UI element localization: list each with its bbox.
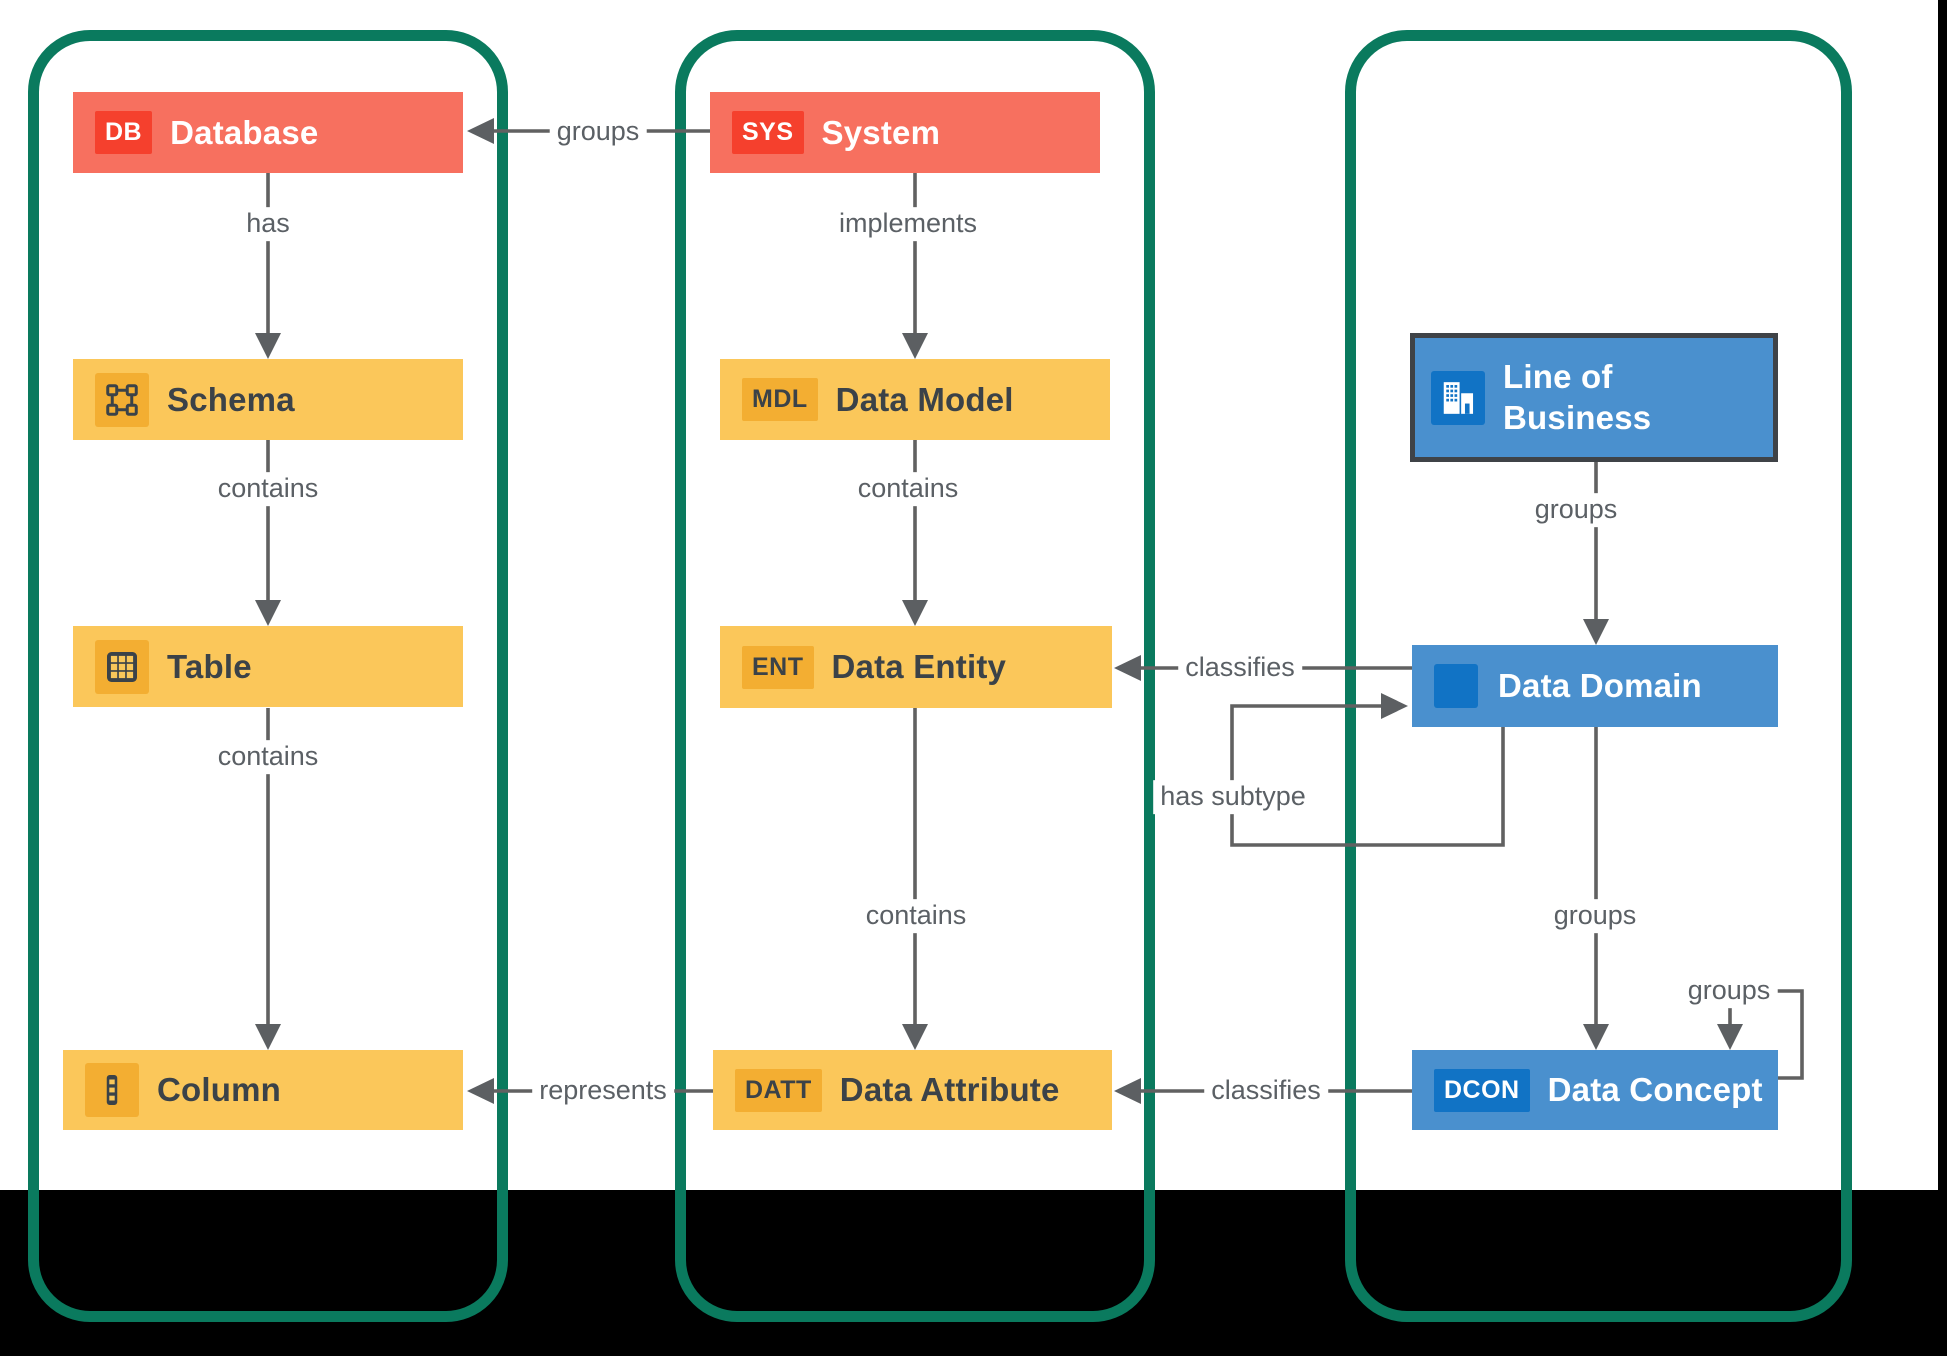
edge-entity-contains-attribute-arrow xyxy=(902,708,928,1050)
edge-label-groups-concept-self: groups xyxy=(1680,974,1778,1008)
container-physical-column xyxy=(28,30,508,1322)
edge-label-represents: represents xyxy=(532,1074,674,1108)
node-title: Schema xyxy=(167,380,295,418)
datt-badge: DATT xyxy=(735,1068,822,1112)
node-data-entity[interactable]: ENT Data Entity xyxy=(720,626,1112,708)
node-title: Line of Business xyxy=(1503,358,1652,436)
edge-label-has: has xyxy=(239,207,297,241)
node-data-model[interactable]: MDL Data Model xyxy=(720,359,1110,440)
edge-has-subtype-loop-arrow xyxy=(1230,693,1505,847)
domain-square-icon xyxy=(1434,664,1478,708)
node-title: Data Domain xyxy=(1498,667,1702,704)
ent-badge: ENT xyxy=(742,645,814,689)
node-title: Column xyxy=(157,1071,282,1108)
building-icon xyxy=(1431,370,1485,425)
node-table[interactable]: Table xyxy=(73,626,463,707)
node-database[interactable]: DB Database xyxy=(73,92,463,173)
diagram-canvas xyxy=(0,0,1938,1190)
dcon-badge: DCON xyxy=(1434,1068,1530,1112)
edge-label-groups-system: groups xyxy=(549,115,647,149)
edge-concept-groups-self-loop-arrow xyxy=(1717,989,1804,1080)
edge-label-contains-1: contains xyxy=(210,472,326,506)
node-line-of-business[interactable]: Line of Business xyxy=(1410,333,1778,462)
edge-domain-groups-concept-arrow xyxy=(1583,727,1609,1050)
edge-has-arrow xyxy=(255,173,281,359)
table-icon xyxy=(95,639,149,694)
column-icon xyxy=(85,1063,139,1117)
node-title: Table xyxy=(167,647,252,685)
node-title: Database xyxy=(170,113,319,151)
edge-label-groups-lob: groups xyxy=(1527,493,1625,527)
node-title: Data Entity xyxy=(831,648,1007,685)
node-data-domain[interactable]: Data Domain xyxy=(1412,645,1778,727)
edge-label-classifies-1: classifies xyxy=(1178,651,1302,685)
container-logical-column xyxy=(675,30,1155,1322)
edge-label-contains-2: contains xyxy=(210,740,326,774)
node-data-concept[interactable]: DCON Data Concept xyxy=(1412,1050,1778,1130)
edge-label-contains-4: contains xyxy=(858,899,974,933)
mdl-badge: MDL xyxy=(742,378,818,421)
node-title: System xyxy=(821,113,941,151)
edge-model-contains-entity-arrow xyxy=(902,440,928,626)
container-business-column xyxy=(1345,30,1852,1322)
sys-badge: SYS xyxy=(732,111,804,154)
edge-schema-contains-table-arrow xyxy=(255,440,281,626)
node-data-attribute[interactable]: DATT Data Attribute xyxy=(713,1050,1112,1130)
edge-label-groups-domain: groups xyxy=(1546,899,1644,933)
db-badge: DB xyxy=(95,111,153,154)
edge-implements-arrow xyxy=(902,173,928,359)
node-system[interactable]: SYS System xyxy=(710,92,1100,173)
node-title: Data Model xyxy=(835,380,1014,418)
edge-lob-groups-domain-arrow xyxy=(1583,462,1609,645)
node-schema[interactable]: Schema xyxy=(73,359,463,440)
node-title: Data Concept xyxy=(1547,1071,1763,1108)
schema-icon xyxy=(95,372,149,427)
edge-label-classifies-2: classifies xyxy=(1204,1074,1328,1108)
edge-label-implements: implements xyxy=(831,207,985,241)
edge-label-has-subtype: has subtype xyxy=(1153,780,1313,814)
node-title: Data Attribute xyxy=(839,1071,1060,1108)
edge-label-contains-3: contains xyxy=(850,472,966,506)
node-column[interactable]: Column xyxy=(63,1050,463,1130)
